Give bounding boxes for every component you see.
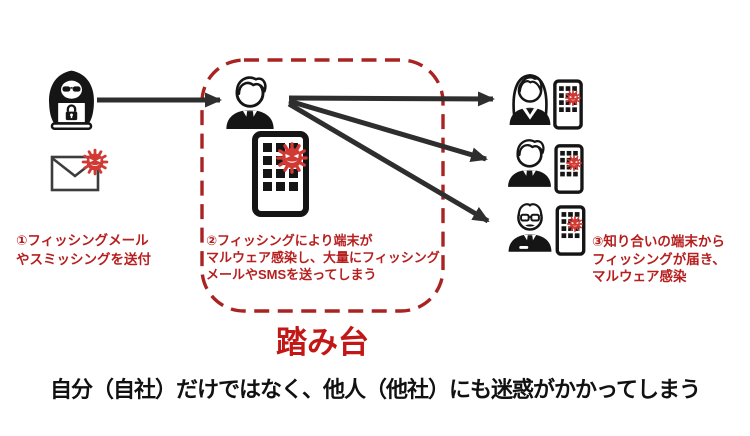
business-person-icon xyxy=(224,76,276,129)
step3-line3: マルウェア感染 xyxy=(592,269,687,284)
infected-phone-icon xyxy=(555,205,586,256)
arrow-icon xyxy=(288,98,488,162)
stepping-stone-label: 踏み台 xyxy=(276,325,369,360)
step2-line1: ②フィッシングにより端末が xyxy=(206,233,373,248)
step3-line1: ③知り合いの端末から xyxy=(592,234,725,249)
elder-man-icon xyxy=(507,202,553,253)
step1-label: ①フィッシングメール やスミッシングを送付 xyxy=(16,231,151,269)
hacker-icon xyxy=(47,69,96,131)
step2-line2: マルウェア感染し、大量にフィッシング xyxy=(206,250,440,265)
bottom-message: 自分（自社）だけではなく、他人（他社）にも迷惑がかかってしまう xyxy=(50,377,701,402)
step2-line3: メールやSMSを送ってしまう xyxy=(206,267,377,282)
step1-line2: やスミッシングを送付 xyxy=(16,252,151,267)
step3-line2: フィッシングが届き、 xyxy=(592,251,726,267)
woman-icon xyxy=(508,73,552,125)
step2-label: ②フィッシングにより端末が マルウェア感染し、大量にフィッシング メールやSMS… xyxy=(206,232,440,283)
infected-phone-icon xyxy=(252,131,309,217)
step1-line1: ①フィッシングメール xyxy=(16,233,149,248)
recipient-man xyxy=(506,138,584,194)
man-icon xyxy=(506,138,553,188)
step3-label: ③知り合いの端末から フィッシングが届き、 マルウェア感染 xyxy=(592,233,726,286)
arrow-icon xyxy=(288,91,495,107)
recipient-elder xyxy=(507,202,586,256)
arrow-icon xyxy=(287,101,490,224)
recipient-woman xyxy=(508,73,583,130)
malware-mail-icon xyxy=(50,148,109,192)
